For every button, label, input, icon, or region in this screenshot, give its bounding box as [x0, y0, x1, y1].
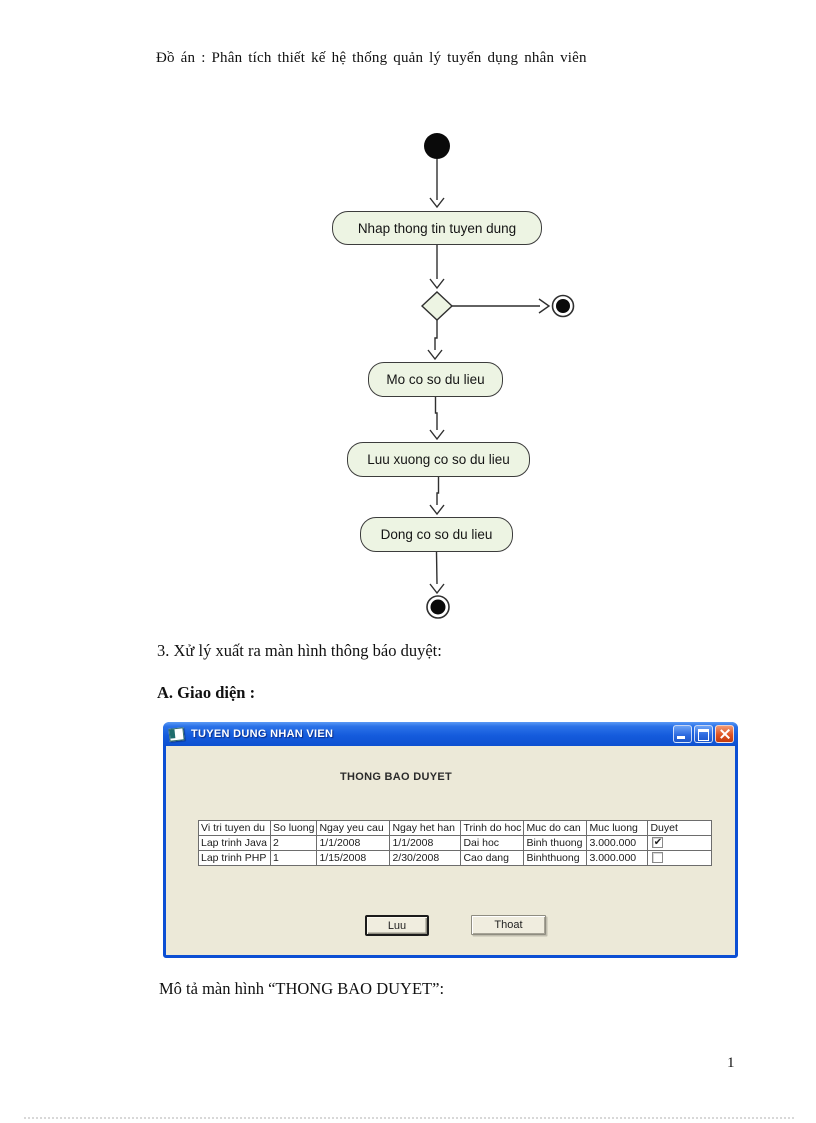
arrowhead-icon: [429, 429, 445, 441]
window-titlebar[interactable]: TUYEN DUNG NHAN VIEN: [163, 722, 738, 746]
arrowhead-icon: [538, 298, 551, 314]
activity-node-label: Mo co so du lieu: [386, 372, 485, 387]
arrowhead-icon: [429, 278, 445, 290]
section-heading-a: A. Giao diện :: [157, 683, 256, 702]
close-icon: [719, 728, 730, 739]
activity-node-nhap-thong-tin: Nhap thong tin tuyen dung: [332, 211, 542, 245]
grid-row-java[interactable]: Lap trinh Java 2 1/1/2008 1/1/2008 Dai h…: [198, 835, 713, 851]
close-button[interactable]: [715, 725, 734, 743]
activity-node-mo-csdl: Mo co so du lieu: [368, 362, 503, 397]
col-header: Vi tri tuyen du: [198, 820, 271, 836]
grid-header-row: Vi tri tuyen du So luong Ngay yeu cau Ng…: [198, 820, 713, 836]
col-header: Ngay yeu cau: [316, 820, 391, 836]
maximize-button[interactable]: [694, 725, 713, 743]
activity-node-label: Dong co so du lieu: [380, 527, 493, 542]
cell-so-luong: 2: [269, 835, 318, 851]
cell-muc-luong: 3.000.000: [586, 850, 649, 866]
screen-description-caption: Mô tả màn hình “THONG BAO DUYET”:: [159, 979, 445, 998]
page-number: 1: [727, 1055, 735, 1071]
footer-divider: [24, 1117, 794, 1119]
luu-button[interactable]: Luu: [365, 915, 429, 936]
activity-node-dong-csdl: Dong co so du lieu: [360, 517, 513, 552]
window-title: TUYEN DUNG NHAN VIEN: [191, 728, 334, 740]
arrowhead-icon: [429, 504, 445, 516]
col-header: Trinh do hoc: [460, 820, 525, 836]
col-header: Muc luong: [586, 820, 649, 836]
cell-so-luong: 1: [269, 850, 318, 866]
arrowhead-icon: [427, 349, 443, 361]
cell-ngay-yeu-cau: 1/1/2008: [316, 835, 391, 851]
minimize-icon: [677, 736, 685, 739]
cell-muc-do: Binh thuong: [523, 835, 588, 851]
cell-ngay-het-han: 1/1/2008: [389, 835, 462, 851]
cell-trinh-do: Cao dang: [460, 850, 525, 866]
col-header: So luong: [269, 820, 318, 836]
cell-ngay-yeu-cau: 1/15/2008: [316, 850, 391, 866]
cell-muc-do: Binhthuong: [523, 850, 588, 866]
col-header: Duyet: [647, 820, 713, 836]
grid-row-php[interactable]: Lap trinh PHP 1 1/15/2008 2/30/2008 Cao …: [198, 850, 713, 866]
window-heading-label: THONG BAO DUYET: [339, 771, 453, 783]
cell-ngay-het-han: 2/30/2008: [389, 850, 462, 866]
maximize-icon: [698, 729, 709, 741]
activity-node-label: Nhap thong tin tuyen dung: [357, 220, 517, 236]
thoat-button[interactable]: Thoat: [471, 915, 546, 935]
cell-duyet: [647, 850, 713, 866]
tuyen-dung-window: TUYEN DUNG NHAN VIEN THONG BAO DUYET Vi …: [163, 722, 738, 958]
start-node: [424, 133, 450, 159]
tuyen-dung-grid[interactable]: Vi tri tuyen du So luong Ngay yeu cau Ng…: [198, 820, 713, 866]
form-icon: [168, 726, 185, 742]
activity-node-luu-xuong-csdl: Luu xuong co so du lieu: [347, 442, 530, 477]
cell-vi-tri: Lap trinh PHP: [198, 850, 271, 866]
end-node-right: [551, 294, 575, 318]
decision-diamond: [420, 291, 454, 321]
arrowhead-icon: [429, 583, 445, 595]
arrowhead-icon: [429, 197, 445, 209]
cell-muc-luong: 3.000.000: [586, 835, 649, 851]
document-header: Đồ án : Phân tích thiết kế hệ thống quản…: [156, 50, 587, 66]
cell-vi-tri: Lap trinh Java: [198, 835, 271, 851]
section-heading-3: 3. Xử lý xuất ra màn hình thông báo duyệ…: [157, 641, 442, 660]
minimize-button[interactable]: [673, 725, 692, 743]
cell-duyet: ✔: [647, 835, 713, 851]
cell-trinh-do: Dai hoc: [460, 835, 525, 851]
activity-node-label: Luu xuong co so du lieu: [367, 452, 510, 467]
duyet-checkbox-unchecked[interactable]: [652, 852, 664, 864]
col-header: Muc do can: [523, 820, 588, 836]
col-header: Ngay het han: [389, 820, 462, 836]
end-node-bottom: [426, 595, 450, 619]
duyet-checkbox-checked[interactable]: ✔: [652, 837, 664, 849]
